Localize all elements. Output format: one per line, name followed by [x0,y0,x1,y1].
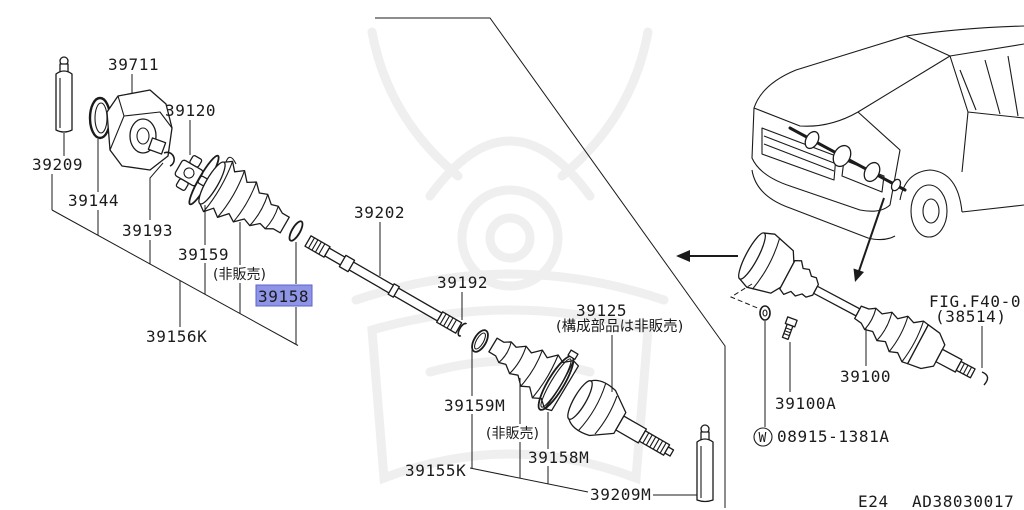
callout-39156k[interactable]: 39156K [146,327,207,346]
part-39158m-boot-band [537,349,579,411]
dashed-guide-line [729,283,761,310]
callout-39158[interactable]: 39158 [258,287,309,306]
callout-39209m[interactable]: 39209M [590,485,651,504]
part-39100-drive-shaft-assembly [738,232,976,379]
figure-reference-part[interactable]: (38514) [935,307,1007,326]
part-washer [759,305,771,321]
callout-39159[interactable]: 39159 [178,245,229,264]
leader-lines-right [764,321,983,427]
footer-section-code: E24 [858,492,889,510]
callout-39120[interactable]: 39120 [165,101,216,120]
part-39192-snap-ring [457,322,468,337]
group-bracket-39156k [51,209,299,346]
callout-39158m[interactable]: 39158M [528,448,589,467]
washer-symbol-letter: W [759,431,767,446]
leader-lines-left [51,74,463,346]
note-not-for-sale-outer-boot: (非販売) [486,426,539,442]
callout-39209[interactable]: 39209 [32,155,83,174]
note-components-not-sold: (構成部品は非販売) [556,318,683,335]
note-not-for-sale-inner-boot: (非販売) [213,267,266,283]
arrow-left [676,250,738,262]
figure-reference-link[interactable]: FIG.F40-0 [929,292,1021,311]
callout-39202[interactable]: 39202 [354,203,405,222]
callout-39144[interactable]: 39144 [68,191,119,210]
view-boundary-line [375,17,726,508]
part-39202-shaft [304,235,463,334]
group-bracket-39155k [469,467,589,493]
part-39193-snap-ring [163,151,175,167]
callout-39159m[interactable]: 39159M [444,396,505,415]
callout-39100[interactable]: 39100 [840,367,891,386]
part-39209-tube [55,56,73,133]
arrow-down [853,197,885,282]
callout-39155k[interactable]: 39155K [405,461,466,480]
callout-39125[interactable]: 39125 [576,301,627,320]
part-39209m-tube [696,424,714,503]
callout-39711[interactable]: 39711 [108,55,159,74]
selected-callout-highlight [255,284,313,307]
part-39125-outer-joint [567,379,675,457]
vehicle-front-illustration [751,25,1024,241]
part-39158-boot-band [288,220,304,242]
part-39100a-bolt [781,316,798,341]
part-39711-housing [106,89,173,171]
callout-39193[interactable]: 39193 [122,221,173,240]
part-38514-clip [981,371,989,386]
callout-08915-1381a[interactable]: 08915-1381A [777,427,890,446]
washer-symbol-badge: W [753,427,773,447]
part-inner-boot [198,160,290,234]
leader-lines-middle [469,335,697,496]
callout-39192[interactable]: 39192 [437,273,488,292]
part-39159m-boot-band [471,329,489,353]
callout-39100a[interactable]: 39100A [775,394,836,413]
footer-illustration-code: AD38030017 [912,492,1014,510]
